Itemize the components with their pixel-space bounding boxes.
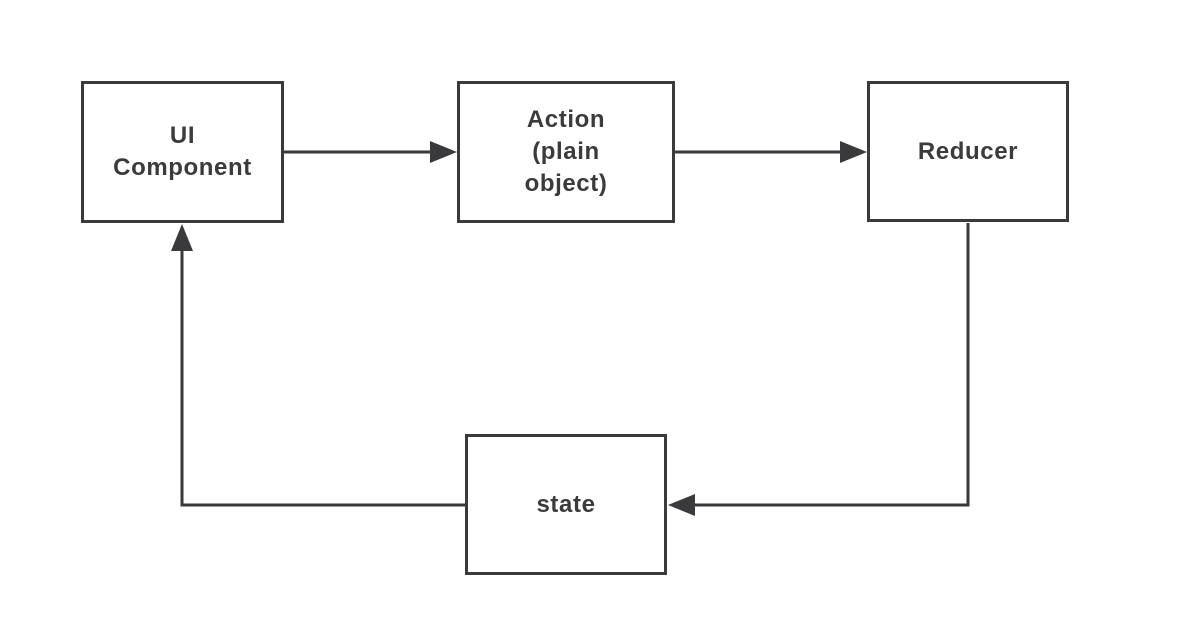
arrowhead-right-icon bbox=[430, 141, 457, 163]
node-label-line: Component bbox=[113, 154, 252, 181]
arrowhead-up-icon bbox=[171, 224, 193, 251]
arrowhead-right-icon bbox=[840, 141, 867, 163]
node-action: Action (plain object) bbox=[457, 81, 675, 223]
node-label-line: state bbox=[536, 490, 596, 518]
node-ui-component: UI Component bbox=[81, 81, 284, 223]
node-label-line: (plain bbox=[532, 138, 600, 165]
node-state: state bbox=[465, 434, 667, 575]
edge-reducer-to-state bbox=[668, 223, 970, 516]
node-label-line: Action bbox=[526, 106, 606, 133]
node-label-line: UI bbox=[169, 122, 196, 149]
edge-state-to-ui-component bbox=[171, 224, 465, 507]
node-label-line: Reducer bbox=[917, 137, 1019, 165]
arrowhead-left-icon bbox=[668, 494, 695, 516]
edge-ui-component-to-action bbox=[284, 141, 457, 163]
edge-action-to-reducer bbox=[675, 141, 867, 163]
node-label-line: object) bbox=[524, 170, 608, 197]
node-reducer: Reducer bbox=[867, 81, 1069, 222]
